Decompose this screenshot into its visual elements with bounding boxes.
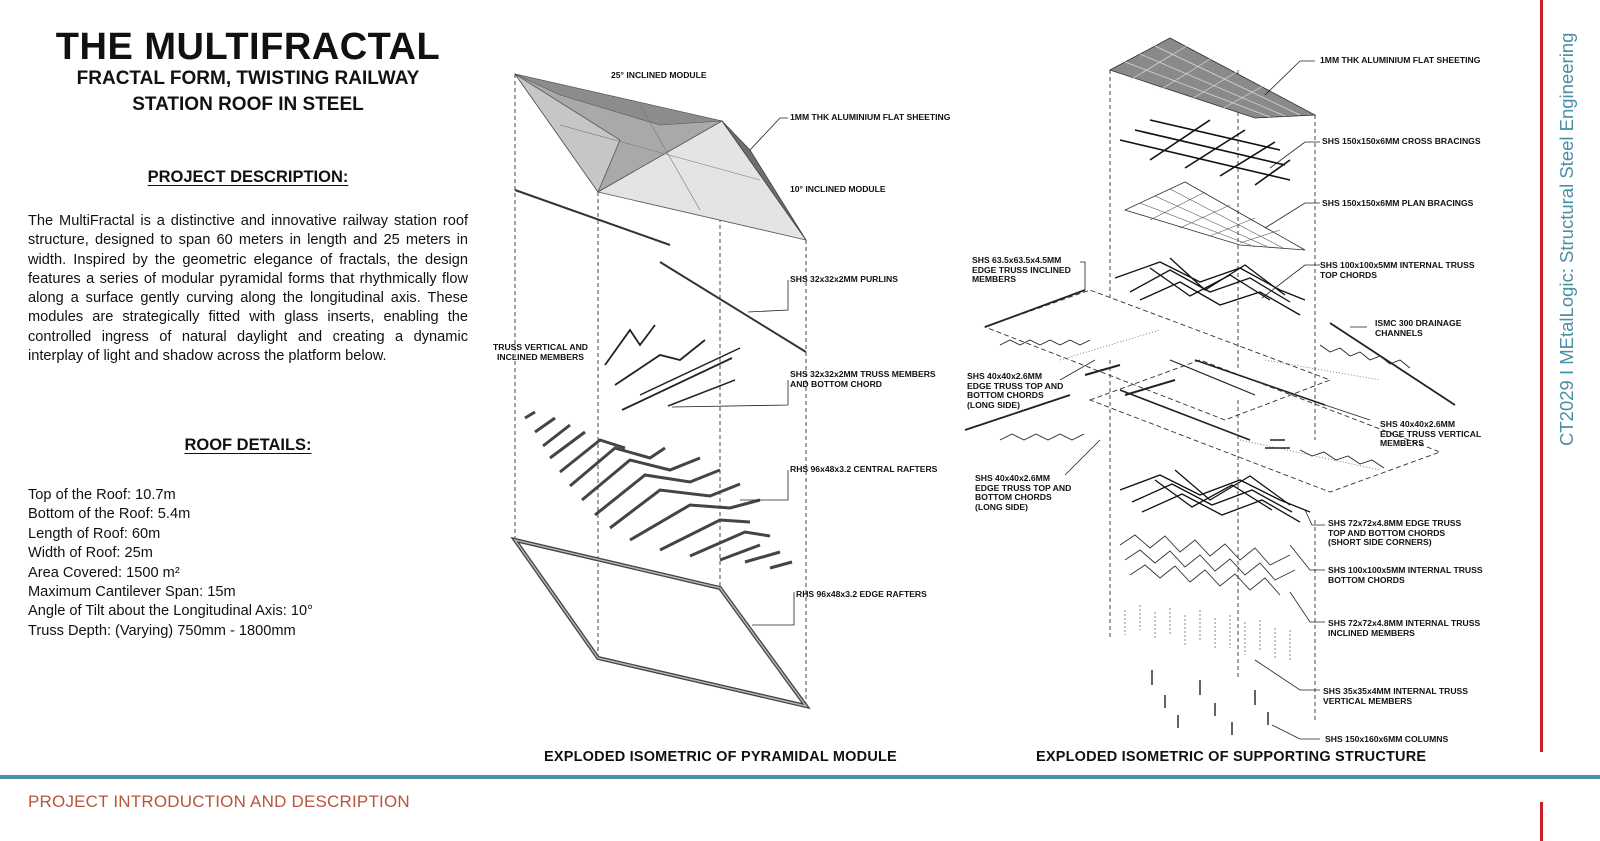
label-internal-top-chords: SHS 100x100x5MM INTERNAL TRUSS TOP CHORD… (1320, 260, 1475, 280)
ss-leader-lines (1059, 60, 1371, 740)
label-edge-long-side-1: SHS 40x40x2.6MM EDGE TRUSS TOP AND BOTTO… (967, 371, 1064, 410)
pm-bottom-chord (621, 357, 733, 411)
roof-detail-item: Truss Depth: (Varying) 750mm - 1800mm (28, 622, 296, 639)
label-truss-vertical: TRUSS VERTICAL AND INCLINED MEMBERS (493, 342, 589, 362)
ss-columns (1151, 670, 1269, 735)
pm-edge-rafters (510, 536, 811, 710)
label-edge-rafters: RHS 96x48x3.2 EDGE RAFTERS (796, 589, 927, 599)
pm-truss-member (604, 324, 656, 366)
pm-roof-face-top (514, 73, 723, 126)
footer-section-title: PROJECT INTRODUCTION AND DESCRIPTION (28, 792, 410, 811)
roof-detail-item: Top of the Roof: 10.7m (28, 487, 176, 503)
label-internal-inclined: SHS 72x72x4.8MM INTERNAL TRUSS INCLINED … (1328, 618, 1481, 638)
roof-detail-item: Width of Roof: 25m (28, 545, 153, 562)
pm-purlin (659, 261, 807, 353)
label-edge-long-side-2: SHS 40x40x2.6MM EDGE TRUSS TOP AND BOTTO… (975, 473, 1072, 512)
label-central-rafters: RHS 96x48x3.2 CENTRAL RAFTERS (790, 464, 938, 474)
ss-sheeting (1108, 37, 1317, 119)
page-title: THE MULTIFRACTAL (55, 26, 441, 68)
ss-edge-truss-zigzag (999, 339, 1091, 346)
roof-detail-item: Maximum Cantilever Span: 15m (28, 584, 236, 601)
label-ss-sheeting: 1MM THK ALUMINIUM FLAT SHEETING (1320, 55, 1481, 65)
pm-roof-face-front (514, 73, 621, 193)
caption-supporting-structure: EXPLODED ISOMETRIC OF SUPPORTING STRUCTU… (1036, 749, 1427, 765)
page-subtitle: FRACTAL FORM, TWISTING RAILWAY STATION R… (28, 66, 468, 118)
label-plan-bracings: SHS 150x150x6MM PLAN BRACINGS (1322, 198, 1474, 208)
ss-internal-bottom-chords (1119, 469, 1311, 523)
side-accent-bar-bottom (1540, 802, 1543, 841)
pm-truss-member (614, 339, 706, 386)
label-10-inclined-module: 10° INCLINED MODULE (790, 184, 886, 194)
pm-roof-face-dark (721, 120, 807, 241)
roof-detail-item: Angle of Tilt about the Longitudinal Axi… (28, 603, 313, 620)
side-course-title: CT2029 I MEtalLogic: Structural Steel En… (1556, 32, 1577, 446)
description-body: The MultiFractal is a distinctive and in… (28, 213, 468, 365)
supporting-structure-drawing (964, 37, 1456, 740)
label-internal-vertical: SHS 35x35x4MM INTERNAL TRUSS VERTICAL ME… (1323, 686, 1469, 706)
ss-edge-frame-top (983, 289, 1332, 421)
pm-purlin (514, 189, 671, 246)
label-truss-members: SHS 32x32x2MM TRUSS MEMBERS AND BOTTOM C… (790, 369, 936, 389)
ss-edge-frame-mid (1088, 359, 1442, 493)
roof-detail-item: Length of Roof: 60m (28, 525, 161, 542)
label-cross-bracings: SHS 150x150x6MM CROSS BRACINGS (1322, 136, 1481, 146)
label-edge-truss-vertical: SHS 40x40x2.6MM EDGE TRUSS VERTICAL MEMB… (1380, 419, 1482, 449)
roof-details-list: Top of the Roof: 10.7m Bottom of the Roo… (28, 486, 468, 641)
ss-cross-bracings (1119, 119, 1291, 186)
pm-leader-lines (671, 117, 795, 626)
subtitle-line-1: FRACTAL FORM, TWISTING RAILWAY (76, 68, 420, 89)
side-accent-bar (1540, 0, 1543, 752)
ss-internal-vertical-members (1124, 605, 1291, 662)
ss-drainage-channel (1329, 322, 1456, 406)
roof-details-heading: ROOF DETAILS: (184, 436, 312, 454)
ss-internal-top-chords (1114, 257, 1306, 316)
label-internal-bottom-chords: SHS 100x100x5MM INTERNAL TRUSS BOTTOM CH… (1328, 565, 1483, 585)
label-purlins: SHS 32x32x2MM PURLINS (790, 274, 898, 284)
subtitle-line-2: STATION ROOF IN STEEL (132, 94, 364, 115)
label-drainage-channels: ISMC 300 DRAINAGE CHANNELS (1375, 318, 1462, 338)
caption-pyramidal-module: EXPLODED ISOMETRIC OF PYRAMIDAL MODULE (544, 749, 897, 765)
roof-detail-item: Area Covered: 1500 m² (28, 564, 180, 581)
label-25-inclined-module: 25° INCLINED MODULE (611, 70, 707, 80)
pyramidal-module-drawing (510, 73, 811, 710)
roof-detail-item: Bottom of the Roof: 5.4m (28, 506, 191, 523)
pm-central-rafters (524, 410, 793, 570)
label-pm-sheeting: 1MM THK ALUMINIUM FLAT SHEETING (790, 112, 951, 122)
ss-internal-inclined-members (1119, 534, 1296, 596)
label-edge-truss-inclined: SHS 63.5x63.5x4.5MM EDGE TRUSS INCLINED … (972, 255, 1071, 285)
ss-plan-bracings (1123, 181, 1306, 251)
description-heading: PROJECT DESCRIPTION: (147, 168, 349, 186)
label-edge-short-side: SHS 72x72x4.8MM EDGE TRUSS TOP AND BOTTO… (1328, 518, 1462, 548)
footer-divider (0, 775, 1600, 779)
ss-guide-lines (1109, 70, 1316, 720)
label-columns: SHS 150x160x6MM COLUMNS (1325, 734, 1449, 744)
